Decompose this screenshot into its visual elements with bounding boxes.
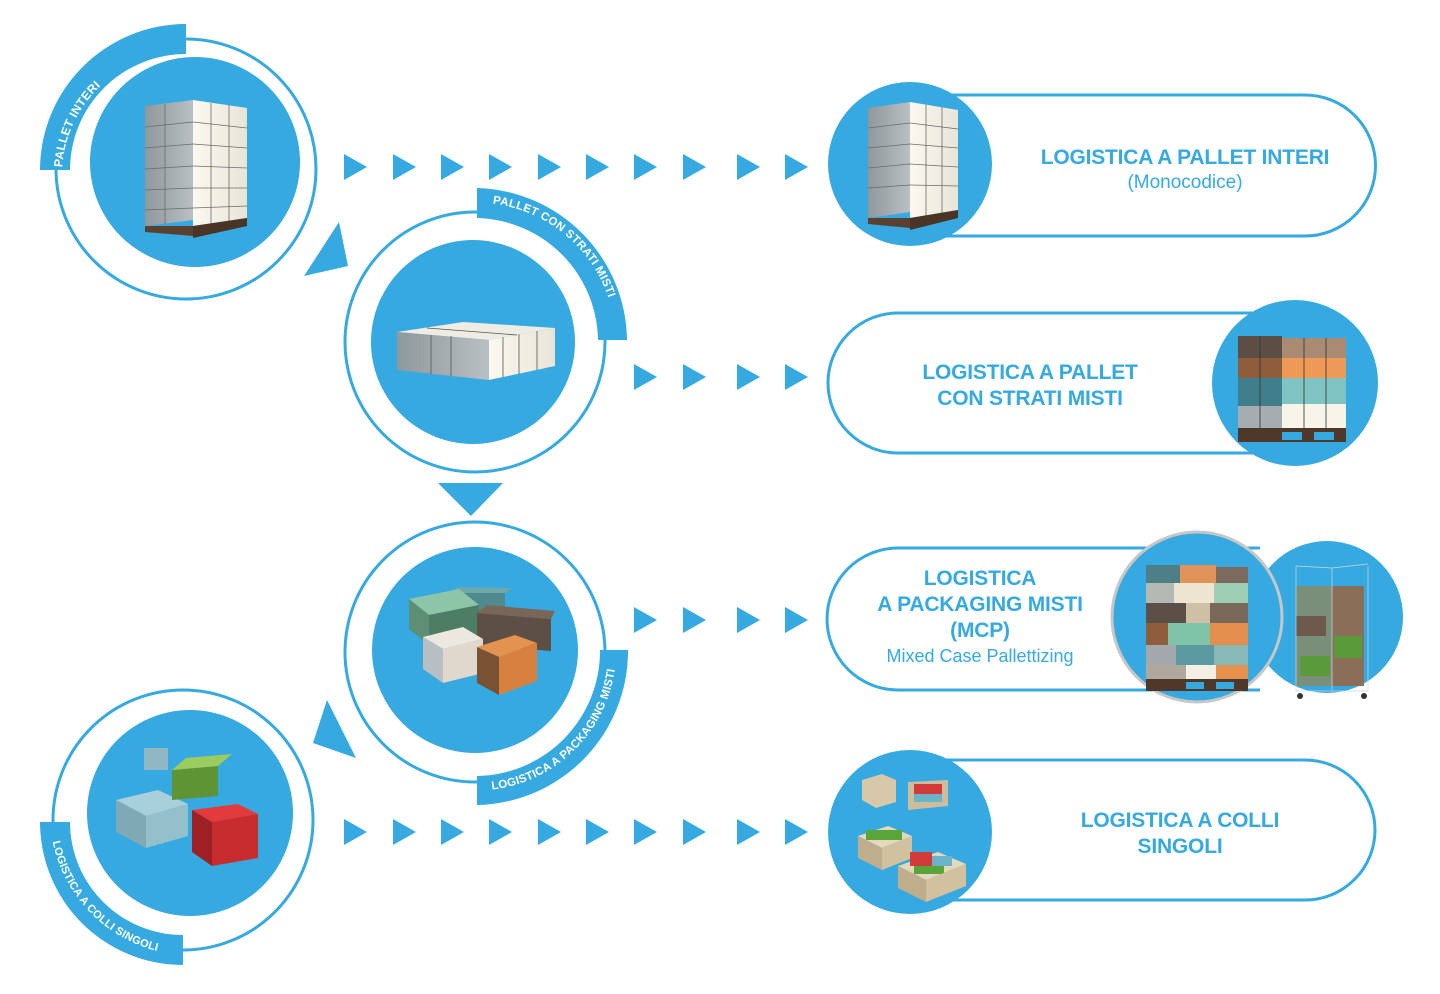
flow-arrow-icon	[538, 819, 561, 845]
step-pallet-interi: PALLET INTERI	[40, 24, 318, 301]
open-cartons-icon	[858, 774, 966, 902]
flow-arrow-icon	[785, 154, 808, 180]
flow-arrow-icon	[737, 364, 760, 390]
connector-arrow-2	[438, 483, 503, 516]
flow-arrow-icon	[683, 154, 706, 180]
flow-arrow-icon	[683, 607, 706, 633]
step-pallet-strati-misti: PALLET CON STRATI MISTI	[343, 188, 627, 474]
step-colli-singoli: LOGISTICA A COLLI SINGOLI	[40, 688, 315, 965]
flow-arrow-icon	[393, 154, 416, 180]
flow-arrow-icon	[344, 819, 367, 845]
outcome-pill	[825, 546, 1260, 692]
flow-arrow-icon	[634, 819, 657, 845]
flow-arrow-icon	[586, 154, 609, 180]
outcome-title-line-1: LOGISTICA	[923, 567, 1037, 590]
step-ring	[343, 210, 607, 474]
outcome-title-line-2: CON STRATI MISTI	[937, 387, 1123, 410]
full-pallet-icon	[144, 100, 248, 238]
outcome-title-line-1: LOGISTICA A COLLI	[1080, 809, 1280, 832]
flow-arrow-icon	[634, 364, 657, 390]
outcome-mcp	[825, 530, 1403, 704]
flow-arrow-icon	[489, 154, 512, 180]
step-packaging-misti: LOGISTICA A PACKAGING MISTI	[343, 520, 629, 805]
step-label-ribbon	[40, 822, 183, 965]
full-pallet-icon	[867, 102, 959, 230]
outcome-pill	[826, 311, 1295, 455]
outcome-title-line-2: A PACKAGING MISTI	[877, 593, 1083, 616]
flow-arrow-icon	[441, 154, 464, 180]
outcome-subtitle: Mixed Case Pallettizing	[886, 646, 1074, 666]
flow-arrow-icon	[634, 154, 657, 180]
flow-arrow-icon	[785, 364, 808, 390]
layered-pallet-icon	[1238, 336, 1346, 442]
outcome-strati-misti	[826, 300, 1378, 466]
flow-arrow-icon	[586, 819, 609, 845]
outcome-pallet-interi	[828, 82, 1377, 246]
flow-arrow-icon	[737, 154, 760, 180]
flow-arrow-icon	[683, 819, 706, 845]
outcome-subtitle: (Monocodice)	[1127, 172, 1243, 193]
outcome-colli-singoli	[828, 750, 1377, 914]
step-icon-disc	[87, 710, 293, 916]
flow-arrow-icon	[785, 607, 808, 633]
step-label-ribbon	[477, 650, 629, 805]
outcome-text-colli-singoli: LOGISTICA A COLLI SINGOLI	[1010, 808, 1350, 860]
outcome-title-line-3: (MCP)	[950, 619, 1010, 642]
roll-cage-icon	[1295, 563, 1369, 699]
outcome-text-strati-misti: LOGISTICA A PALLET CON STRATI MISTI	[860, 360, 1200, 412]
step-label-ribbon	[40, 24, 186, 170]
flow-arrow-icon	[634, 607, 657, 633]
flow-arrow-icon	[393, 819, 416, 845]
flow-arrow-icon	[737, 819, 760, 845]
step-label-ribbon	[477, 188, 627, 340]
outcome-title-line-1: LOGISTICA A PALLET	[922, 361, 1138, 384]
mixed-boxes-icon	[409, 587, 555, 695]
mixed-pallet-icon	[1146, 565, 1248, 691]
flow-arrow-icon	[785, 819, 808, 845]
flow-arrow-icon	[683, 364, 706, 390]
flow-arrow-icon	[737, 607, 760, 633]
flow-arrow-icon	[538, 154, 561, 180]
outcome-text-pallet-interi: LOGISTICA A PALLET INTERI (Monocodice)	[1000, 145, 1370, 195]
arrow-rows	[344, 154, 808, 845]
connector-arrow-3	[313, 700, 356, 758]
outcome-pill	[910, 93, 1377, 238]
outcome-title: LOGISTICA A PALLET INTERI	[1040, 146, 1330, 169]
connector-arrow-1	[304, 222, 348, 276]
outcome-text-mcp: LOGISTICA A PACKAGING MISTI (MCP) Mixed …	[850, 566, 1110, 668]
flow-arrow-icon	[344, 154, 367, 180]
outcome-title-line-2: SINGOLI	[1137, 835, 1223, 858]
flow-arrow-icon	[441, 819, 464, 845]
flow-arrow-icon	[489, 819, 512, 845]
open-boxes-icon	[116, 748, 258, 866]
outcome-pill	[910, 758, 1377, 902]
pallet-layer-icon	[397, 322, 555, 380]
